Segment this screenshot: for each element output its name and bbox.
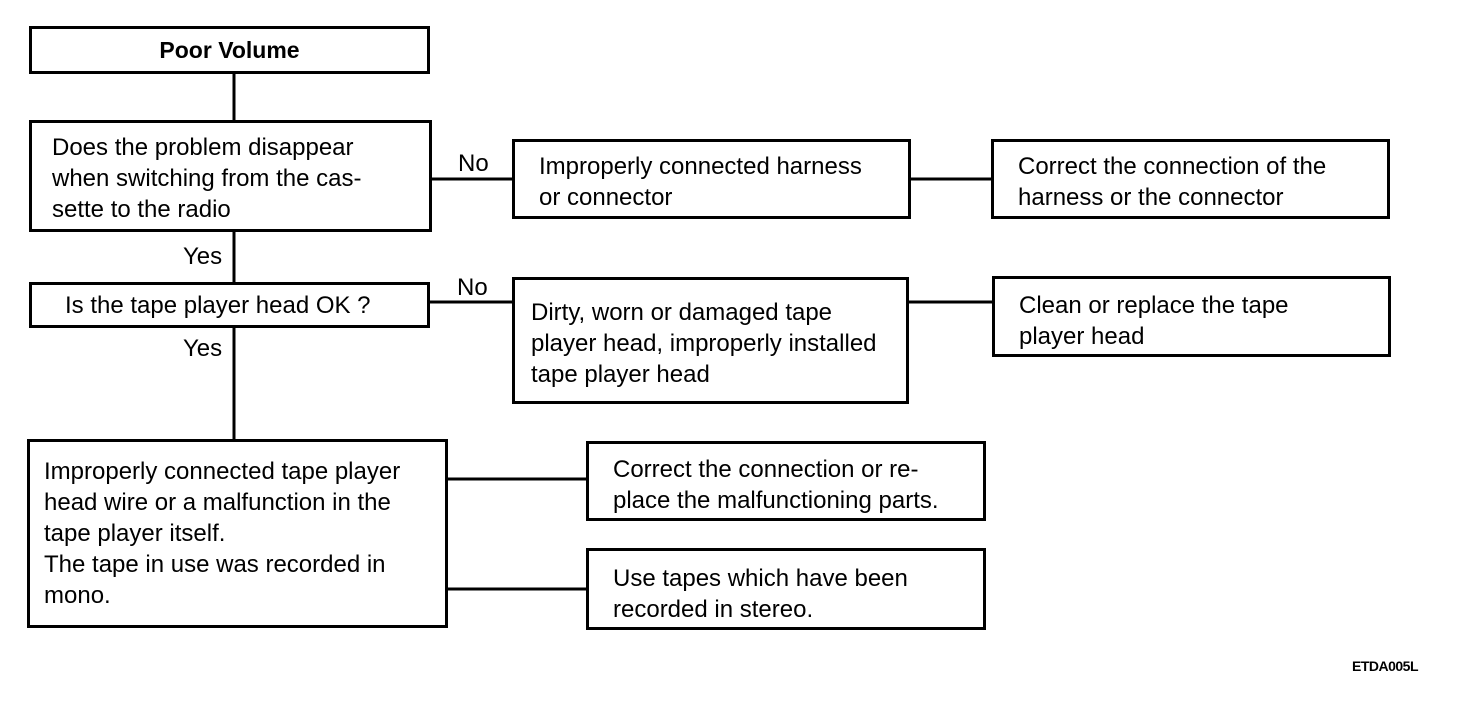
question-box-tape-head-ok: Is the tape player head OK ?: [29, 282, 430, 328]
cause-3-line: The tape in use was recorded in: [44, 551, 386, 578]
action-1-line: harness or the connector: [1018, 184, 1284, 211]
cause-1-line: Improperly connected harness: [539, 153, 862, 180]
action-3-line: place the malfunctioning parts.: [613, 487, 939, 514]
cause-2-line: tape player head: [531, 361, 710, 388]
cause-1-line: or connector: [539, 184, 673, 211]
cause-box-tape-player-malfunction: Improperly connected tape player head wi…: [27, 439, 448, 628]
cause-2-line: Dirty, worn or damaged tape: [531, 299, 833, 326]
cause-2-line: player head, improperly installed: [531, 330, 877, 357]
edge-label-no: No: [457, 274, 488, 301]
action-box-replace-parts: Correct the connection or re- place the …: [586, 441, 986, 521]
edge-label-no: No: [458, 150, 489, 177]
edge-label-yes: Yes: [183, 335, 223, 362]
action-4-line: recorded in stereo.: [613, 596, 814, 623]
action-4-line: Use tapes which have been: [613, 565, 908, 592]
question-1-line: when switching from the cas-: [52, 165, 362, 192]
cause-box-dirty-tape-head: Dirty, worn or damaged tape player head,…: [512, 277, 909, 404]
action-box-stereo-tapes: Use tapes which have been recorded in st…: [586, 548, 986, 630]
action-2-line: player head: [1019, 323, 1145, 350]
question-1-line: Does the problem disappear: [52, 134, 354, 161]
cause-3-line: mono.: [44, 582, 111, 609]
action-2-line: Clean or replace the tape: [1019, 292, 1289, 319]
question-box-problem-disappears: Does the problem disappear when switchin…: [29, 120, 432, 232]
action-box-correct-harness: Correct the connection of the harness or…: [991, 139, 1390, 219]
action-3-line: Correct the connection or re-: [613, 456, 919, 483]
cause-3-line: Improperly connected tape player: [44, 458, 401, 485]
figure-reference-code: ETDA005L: [1352, 658, 1419, 674]
cause-3-line: tape player itself.: [44, 520, 226, 547]
action-1-line: Correct the connection of the: [1018, 153, 1327, 180]
title-box: Poor Volume: [29, 26, 430, 74]
edge-label-yes: Yes: [183, 243, 223, 270]
question-2-line: Is the tape player head OK ?: [65, 292, 371, 319]
action-box-clean-tape-head: Clean or replace the tape player head: [992, 276, 1391, 357]
question-1-line: sette to the radio: [52, 196, 231, 223]
cause-3-line: head wire or a malfunction in the: [44, 489, 391, 516]
title-text: Poor Volume: [159, 36, 300, 63]
cause-box-harness-connector: Improperly connected harness or connecto…: [512, 139, 911, 219]
